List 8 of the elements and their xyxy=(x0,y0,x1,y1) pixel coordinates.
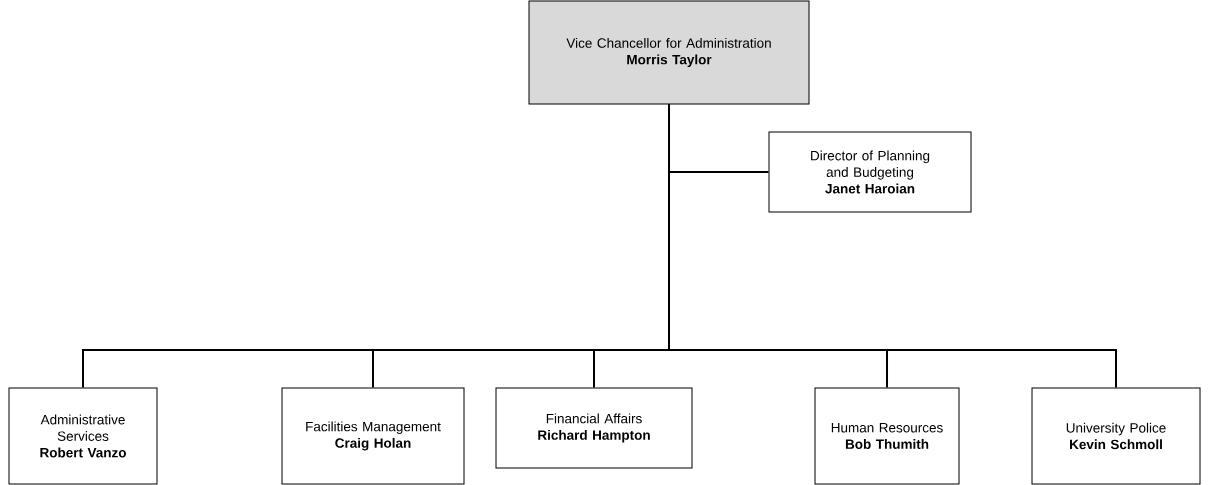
org-box: Financial Affairs Richard Hampton xyxy=(495,387,693,469)
org-box: Administrative Services Robert Vanzo xyxy=(8,387,158,485)
org-box: Vice Chancellor for Administration Morris Taylor xyxy=(528,0,810,105)
org-box: Human Resources Bob Thumith xyxy=(814,387,960,485)
org-box: University Police Kevin Schmoll xyxy=(1031,387,1201,485)
connector-line xyxy=(668,103,1117,389)
org-box: Director of Planning and Budgeting Janet Haroian xyxy=(768,131,972,213)
org-box: Facilities Management Craig Holan xyxy=(281,387,465,485)
